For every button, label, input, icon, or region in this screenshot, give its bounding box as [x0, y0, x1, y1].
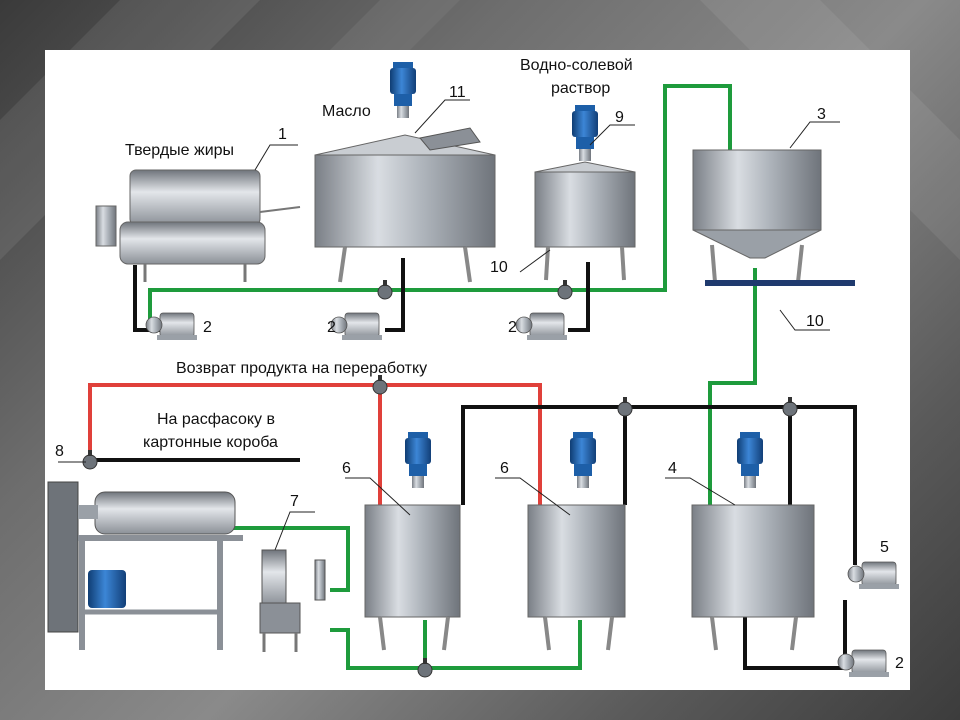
- red-pipe-return: [88, 383, 542, 505]
- callout-6b: 6: [500, 460, 509, 477]
- tank-4: [691, 432, 815, 651]
- pump-2d: [837, 649, 890, 678]
- valve-return: [372, 374, 388, 395]
- green-pipe-supply: [148, 84, 732, 322]
- black-pipe-header: [461, 405, 857, 565]
- callout-10a: 10: [490, 259, 508, 276]
- label-packing-line1: На расфасоку в: [157, 411, 275, 428]
- mixing-tank-3: [692, 149, 855, 286]
- callout-10b: 10: [806, 313, 824, 330]
- callout-2a: 2: [203, 319, 212, 336]
- label-solid-fats: Твердые жиры: [125, 142, 234, 159]
- black-pipe-pump2: [385, 258, 405, 332]
- brine-tank: [534, 105, 636, 281]
- label-oil: Масло: [322, 103, 371, 120]
- green-pipe-from-tank3: [708, 268, 757, 510]
- label-packing-line2: картонные короба: [143, 434, 278, 451]
- callout-8: 8: [55, 443, 64, 460]
- pump-5: [847, 561, 900, 590]
- valve-8: [82, 449, 98, 470]
- callout-4: 4: [668, 460, 677, 477]
- oil-tank: [314, 62, 496, 283]
- valve-top-1: [377, 279, 393, 300]
- pump-2c: [515, 312, 568, 341]
- packing-unit-7: [259, 549, 326, 652]
- callout-2b: 2: [327, 319, 336, 336]
- label-brine-line1: Водно-солевой: [520, 57, 633, 74]
- heat-exchanger-8: [47, 481, 243, 650]
- valve-top-2: [557, 279, 573, 300]
- callout-6a: 6: [342, 460, 351, 477]
- valve-header-2: [782, 396, 798, 417]
- callout-2d: 2: [895, 655, 904, 672]
- tank-6b: [527, 432, 626, 651]
- callout-3: 3: [817, 106, 826, 123]
- pump-2a: [145, 312, 198, 341]
- black-pipe-pump-return: [743, 600, 847, 670]
- label-return-to-processing: Возврат продукта на переработку: [176, 360, 427, 377]
- valve-bottom: [417, 657, 433, 678]
- tank-6a: [364, 432, 461, 651]
- callout-1: 1: [278, 126, 287, 143]
- callout-7: 7: [290, 493, 299, 510]
- callout-2c: 2: [508, 319, 517, 336]
- solid-fat-melter: [95, 169, 301, 282]
- pump-2b: [330, 312, 383, 341]
- valve-header-1: [617, 396, 633, 417]
- callout-9: 9: [615, 109, 624, 126]
- callout-5: 5: [880, 539, 889, 556]
- black-pipe-pump3: [568, 262, 590, 332]
- callout-11: 11: [449, 84, 466, 101]
- label-brine-line2: раствор: [551, 80, 610, 97]
